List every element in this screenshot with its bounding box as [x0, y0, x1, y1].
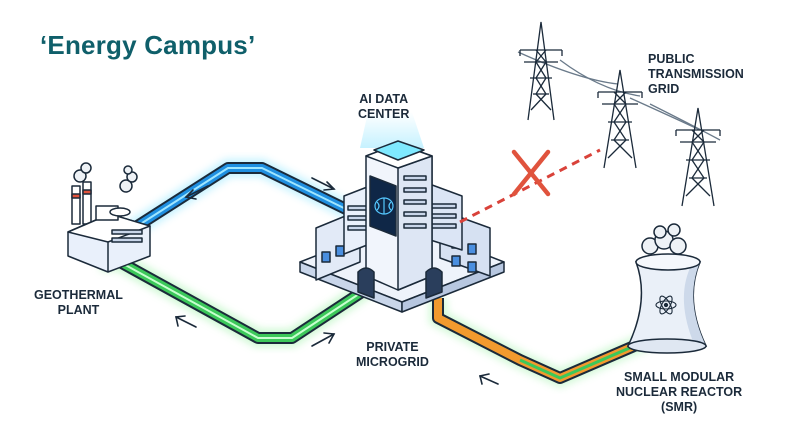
transmission-towers — [517, 21, 721, 207]
disconnected-link — [459, 148, 601, 224]
label-line: CENTER — [358, 107, 410, 121]
brain-icon — [374, 197, 394, 215]
tower-3-icon — [675, 107, 721, 207]
cross-icon — [511, 149, 551, 197]
tower-2-icon — [597, 69, 643, 169]
ai-data-center — [299, 112, 505, 313]
label-line: GEOTHERMAL — [34, 288, 123, 302]
label-line: (SMR) — [661, 400, 698, 414]
tower-1-icon — [519, 21, 563, 121]
arrow-left-bottom-icon — [175, 315, 197, 328]
label-private-microgrid: PRIVATE MICROGRID — [356, 340, 429, 370]
label-line: PUBLIC — [648, 52, 695, 66]
label-public-grid: PUBLIC TRANSMISSION GRID — [648, 52, 744, 97]
arrow-left-top-icon — [184, 185, 209, 200]
label-line: PLANT — [57, 303, 100, 317]
arrow-smr-icon — [479, 373, 499, 385]
flow-arrows — [175, 177, 499, 385]
label-line: SMALL MODULAR — [623, 370, 735, 384]
label-line: NUCLEAR REACTOR — [616, 385, 743, 399]
steam-icon — [73, 162, 138, 193]
label-line: GRID — [648, 82, 680, 96]
label-smr: SMALL MODULAR NUCLEAR REACTOR (SMR) — [616, 370, 742, 415]
geothermal-plant — [67, 162, 151, 273]
smr-power-cable — [429, 298, 652, 388]
atom-icon — [655, 295, 677, 315]
label-line: MICROGRID — [356, 355, 429, 369]
page-title: ‘Energy Campus’ — [40, 30, 256, 60]
steam-icon — [641, 223, 687, 255]
label-line: AI DATA — [359, 92, 409, 106]
label-line: PRIVATE — [366, 340, 419, 354]
label-geothermal-plant: GEOTHERMAL PLANT — [34, 288, 123, 318]
label-line: TRANSMISSION — [648, 67, 744, 81]
smr-reactor — [626, 223, 708, 354]
arrow-right-top-icon — [311, 177, 336, 191]
arrow-right-bottom-icon — [311, 332, 336, 347]
label-ai-data-center: AI DATA CENTER — [358, 92, 409, 122]
